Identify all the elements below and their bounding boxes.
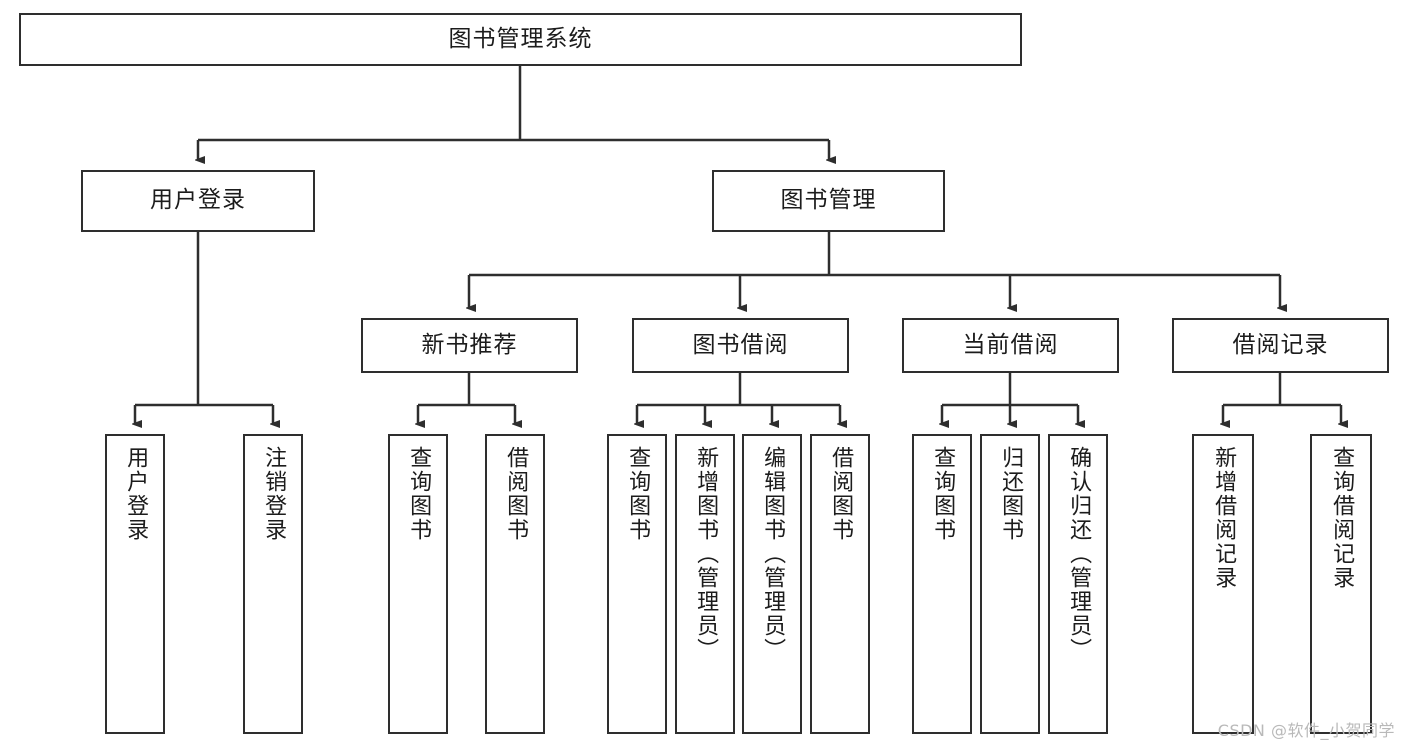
node-record-add-label: 新增借阅记录 <box>1211 446 1237 590</box>
node-borrow-record-label: 借阅记录 <box>1232 331 1329 358</box>
node-borrow-edit-book[interactable]: 编辑图书（管理员） <box>742 434 802 734</box>
node-current-return-book[interactable]: 归还图书 <box>980 434 1040 734</box>
node-record-query[interactable]: 查询借阅记录 <box>1310 434 1372 734</box>
node-root[interactable]: 图书管理系统 <box>19 13 1022 66</box>
edge-book-borrow-to-leaves <box>637 373 840 424</box>
node-book-management-label: 图书管理 <box>780 187 877 214</box>
edge-current-borrow-to-leaves <box>942 373 1078 424</box>
node-current-borrow-label: 当前借阅 <box>962 331 1059 358</box>
edge-borrow-record-to-leaves <box>1223 373 1341 424</box>
edge-new-book-recommend-to-leaves <box>418 373 515 424</box>
node-user-login[interactable]: 用户登录 <box>81 170 315 232</box>
edge-book-management-to-level3 <box>469 232 1280 308</box>
node-record-add[interactable]: 新增借阅记录 <box>1192 434 1254 734</box>
edge-user-login-to-leaves <box>135 232 273 424</box>
node-recommend-borrow-book[interactable]: 借阅图书 <box>485 434 545 734</box>
node-book-management[interactable]: 图书管理 <box>712 170 945 232</box>
node-new-book-recommend-label: 新书推荐 <box>421 331 518 358</box>
node-user-logout-label: 注销登录 <box>261 446 287 542</box>
node-record-query-label: 查询借阅记录 <box>1329 446 1355 590</box>
node-current-query-book[interactable]: 查询图书 <box>912 434 972 734</box>
node-borrow-query-book-label: 查询图书 <box>625 446 651 542</box>
node-recommend-borrow-book-label: 借阅图书 <box>503 446 529 542</box>
node-borrow-add-book-label: 新增图书（管理员） <box>693 446 719 662</box>
node-user-login-do-label: 用户登录 <box>123 446 149 542</box>
node-user-logout[interactable]: 注销登录 <box>243 434 303 734</box>
node-current-confirm-return[interactable]: 确认归还（管理员） <box>1048 434 1108 734</box>
node-book-borrow[interactable]: 图书借阅 <box>632 318 849 373</box>
node-borrow-borrow-book-label: 借阅图书 <box>828 446 854 542</box>
node-book-borrow-label: 图书借阅 <box>692 331 789 358</box>
node-recommend-query-book-label: 查询图书 <box>406 446 432 542</box>
node-borrow-borrow-book[interactable]: 借阅图书 <box>810 434 870 734</box>
edge-root-to-level2 <box>198 66 829 160</box>
node-current-return-book-label: 归还图书 <box>998 446 1024 542</box>
node-borrow-edit-book-label: 编辑图书（管理员） <box>760 446 786 662</box>
node-current-confirm-return-label: 确认归还（管理员） <box>1066 446 1092 662</box>
csdn-watermark: CSDN @软件_小贺同学 <box>1217 721 1395 740</box>
node-root-label: 图书管理系统 <box>448 25 593 52</box>
node-current-borrow[interactable]: 当前借阅 <box>902 318 1119 373</box>
node-borrow-query-book[interactable]: 查询图书 <box>607 434 667 734</box>
node-user-login-label: 用户登录 <box>150 187 246 214</box>
node-borrow-record[interactable]: 借阅记录 <box>1172 318 1389 373</box>
node-borrow-add-book[interactable]: 新增图书（管理员） <box>675 434 735 734</box>
node-current-query-book-label: 查询图书 <box>930 446 956 542</box>
node-recommend-query-book[interactable]: 查询图书 <box>388 434 448 734</box>
node-new-book-recommend[interactable]: 新书推荐 <box>361 318 578 373</box>
node-user-login-do[interactable]: 用户登录 <box>105 434 165 734</box>
